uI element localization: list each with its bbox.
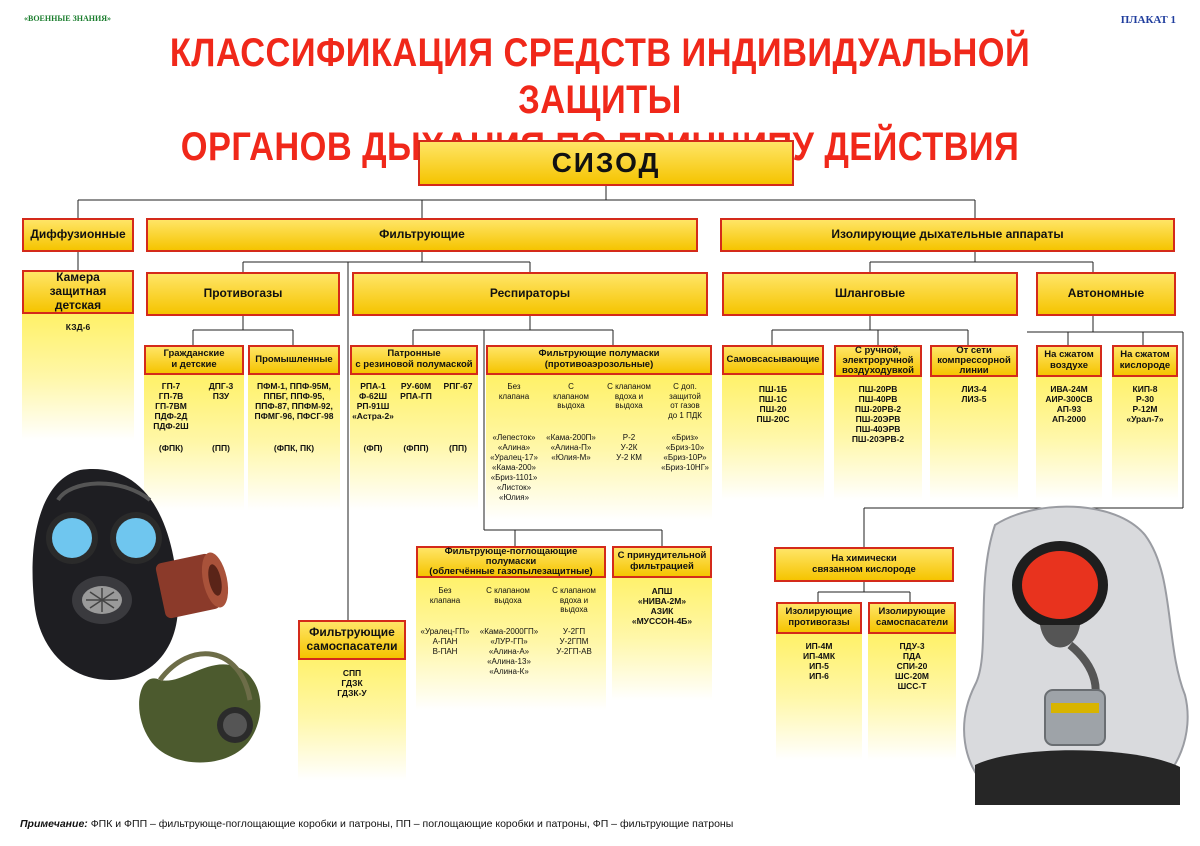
node-self-rescuers: Фильтрующие самоспасатели [298,620,406,660]
node-forced: С принудительной фильтрацией [612,546,712,578]
halfmask-col1-items: «Лепесток» «Алина» «Уралец-17» «Кама-200… [490,433,538,502]
cartridge-col3-items: РПГ-67 [443,381,473,391]
gasabs-col2-items: «Кама-2000ГП» «ЛУР-ГП» «Алина-А» «Алина-… [479,627,539,676]
footnote-label: Примечание: [20,818,88,830]
node-camera: Камера защитная детская [22,270,134,314]
halfmask-col2-items: «Кама-200П» «Алина-П» «Юлия-М» [546,433,596,462]
halfmask-col4-items: «Бриз» «Бриз-10» «Бриз-10Р» «Бриз-10НГ» [661,433,709,472]
node-gasmasks: Противогазы [146,272,340,316]
gasabs-sub-inhale-exhale: С клапаном вдоха и выдоха [552,586,596,614]
compressed-oxygen-items: КИП-8 Р-30 Р-12М «Урал-7» [1126,384,1164,424]
node-cartridge: Патронные с резиновой полумаской [350,345,478,375]
node-compressed-oxygen: На сжатом кислороде [1112,345,1178,377]
node-self-suction: Самовсасывающие [722,345,824,375]
cartridge-col2-items: РУ-60М РПА-ГП [400,381,432,401]
iso-rescuers-items: ПДУ-3 ПДА СПИ-20 ШС-20М ШСС-Т [894,641,930,691]
manual-blower-items: ПШ-20РВ ПШ-40РВ ПШ-20РВ-2 ПШ-20ЭРВ ПШ-40… [851,384,905,444]
civil-col1-items: ГП-7 ГП-7В ГП-7ВМ ПДФ-2Д ПДФ-2Ш [153,381,189,431]
compressed-air-items: ИВА-24М АИР-300СВ АП-93 АП-2000 [1045,384,1093,424]
root-node: СИЗОД [418,140,794,186]
halfmask-col3-items: Р-2 У-2К У-2 КМ [616,433,642,462]
footnote: Примечание: ФПК и ФПП – фильтрующе-погло… [20,818,733,830]
node-filtering: Фильтрующие [146,218,698,252]
node-hose: Шланговые [722,272,1018,316]
node-civil: Гражданские и детские [144,345,244,375]
self-suction-items: ПШ-1Б ПШ-1С ПШ-20 ПШ-20С [756,384,790,424]
camera-items: КЗД-6 [65,322,91,332]
node-gas-absorbing: Фильтрующе-поглощающие полумаски (облегч… [416,546,606,578]
compressor-items: ЛИЗ-4 ЛИЗ-5 [961,384,987,404]
halfmask-sub-no-valve: Без клапана [498,382,530,401]
halfmask-sub-gas: С доп. защитой от газов до 1 ПДК [668,382,702,420]
node-compressor: От сети компрессорной линии [930,345,1018,377]
gasabs-sub-exhale: С клапаном выдоха [486,586,530,605]
forced-items: АПШ «НИВА-2М» АЗИК «МУССОН-4Б» [631,586,693,626]
gas-mask-icon [32,469,261,763]
node-compressed-air: На сжатом воздухе [1036,345,1102,377]
node-halfmasks: Фильтрующие полумаски (противоаэрозольны… [486,345,712,375]
node-chemical-oxygen: На химически связанном кислороде [774,547,954,582]
industrial-note: (ФПК, ПК) [273,443,315,453]
cartridge-col1-note: (ФП) [363,443,383,453]
gasabs-col3-items: У-2ГП У-2ГПМ У-2ГП-АВ [556,627,592,656]
node-autonomous: Автономные [1036,272,1176,316]
halfmask-sub-exhale: С клапаном выдоха [553,382,589,410]
node-iso-gasmasks: Изолирующие противогазы [776,602,862,634]
title-line-1: КЛАССИФИКАЦИЯ СРЕДСТВ ИНДИВИДУАЛЬНОЙ ЗАЩ… [169,31,1031,122]
industrial-items: ПФМ-1, ППФ-95М, ППБГ, ППФ-95, ППФ-87, ПП… [254,381,334,421]
cartridge-col1-items: РПА-1 Ф-62Ш РП-91Ш «Астра-2» [352,381,394,421]
civil-col1-note: (ФПК) [158,443,184,453]
series-label: «ВОЕННЫЕ ЗНАНИЯ» [24,14,111,23]
self-rescuers-items: СПП ГДЗК ГДЗК-У [337,668,367,698]
gasabs-sub-no-valve: Без клапана [429,586,461,605]
civil-col2-items: ДПГ-3 ПЗУ [208,381,234,401]
cartridge-col3-note: (ПП) [449,443,467,453]
node-isolating: Изолирующие дыхательные аппараты [720,218,1175,252]
civil-col2-note: (ПП) [212,443,230,453]
poster-number: ПЛАКАТ 1 [1120,14,1176,26]
footnote-text: ФПК и ФПП – фильтрующе-поглощающие короб… [87,818,734,830]
halfmask-sub-inhale-exhale: С клапаном вдоха и выдоха [607,382,651,410]
node-manual-blower: С ручной, электроручной воздуходувкой [834,345,922,377]
cartridge-col2-note: (ФПП) [403,443,429,453]
gasabs-col1-items: «Уралец-ГП» А-ПАН В-ПАН [420,627,470,656]
iso-gasmasks-items: ИП-4М ИП-4МК ИП-5 ИП-6 [802,641,836,681]
hood-apparatus-icon [963,505,1189,805]
node-respirators: Респираторы [352,272,708,316]
node-industrial: Промышленные [248,345,340,375]
node-iso-rescuers: Изолирующие самоспасатели [868,602,956,634]
node-diffusion: Диффузионные [22,218,134,252]
